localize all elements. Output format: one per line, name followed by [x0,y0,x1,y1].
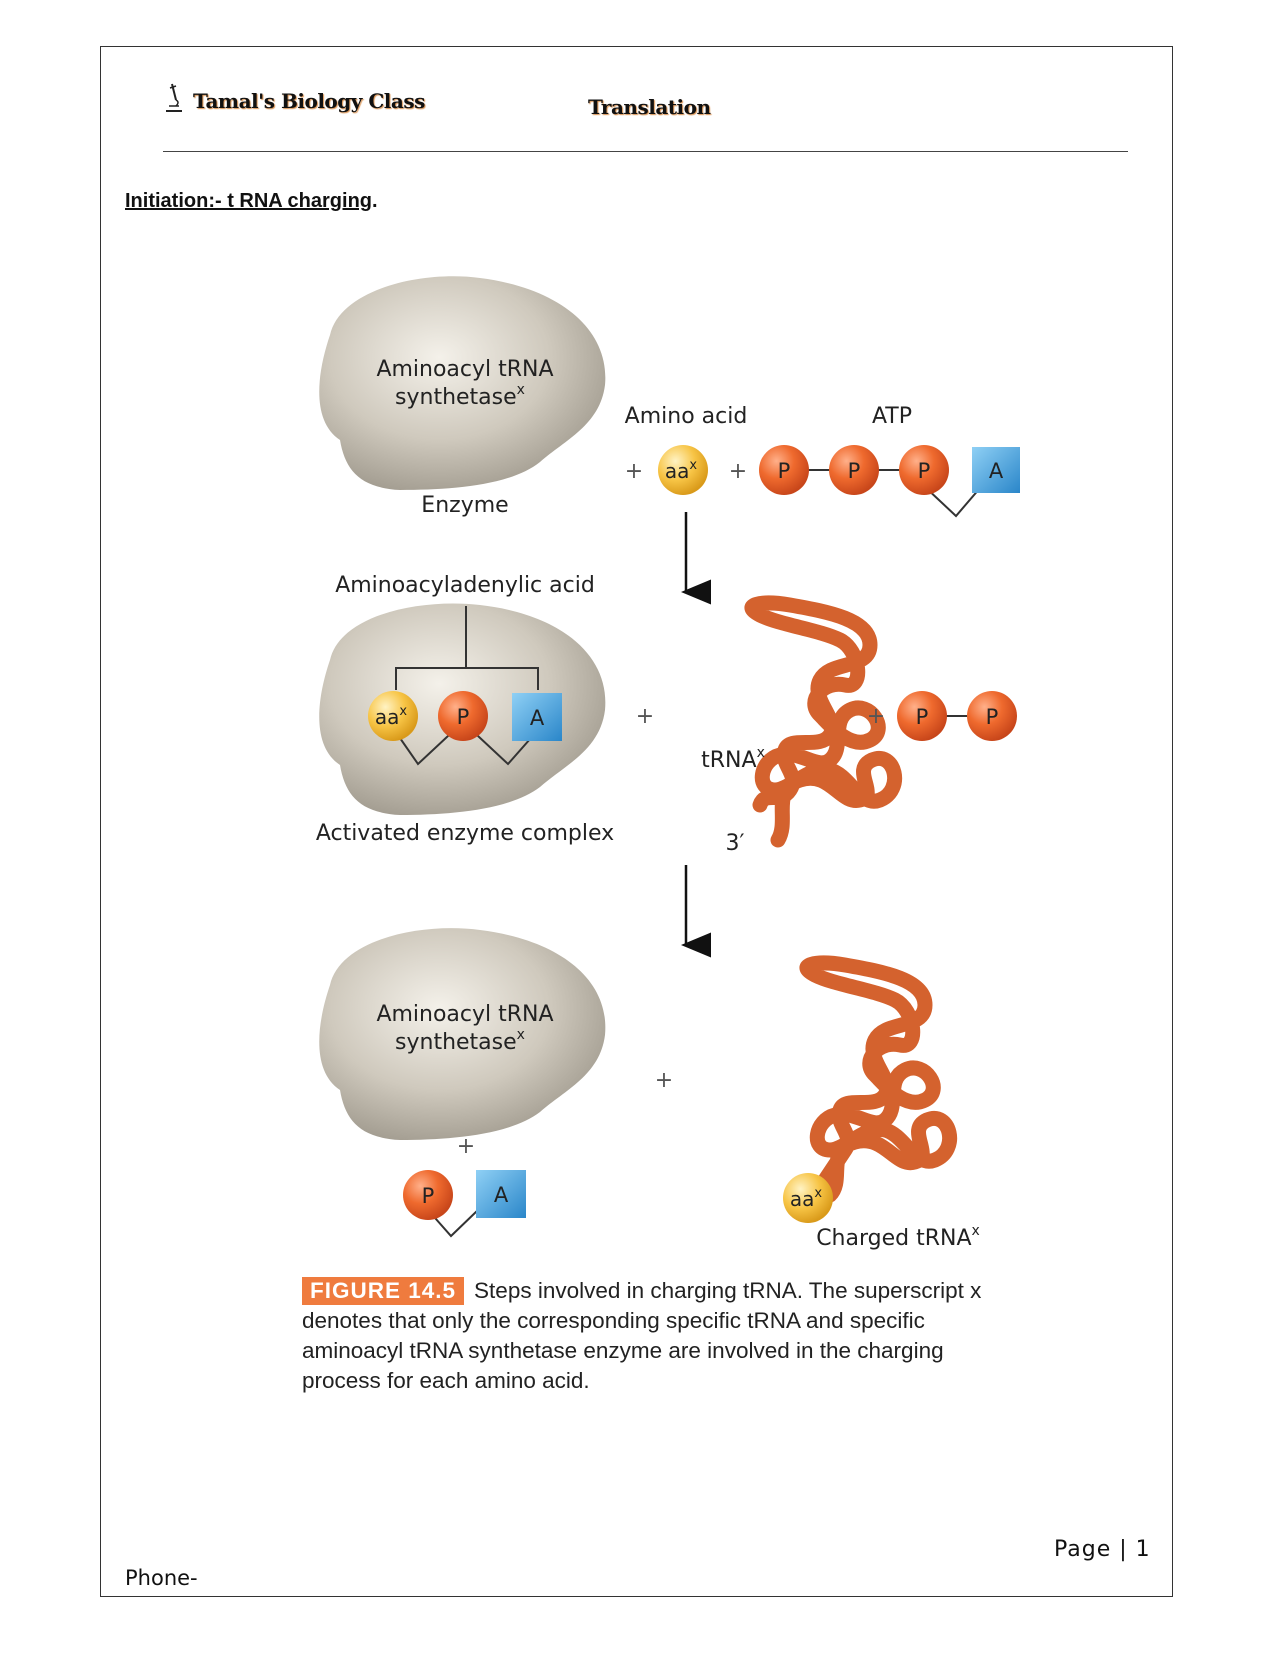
svg-text:A: A [494,1183,509,1207]
charged-trna-molecule [799,955,958,1203]
svg-text:A: A [530,706,545,730]
trna-label: tRNAx [701,745,765,773]
charged-trna-label: Charged tRNAx [816,1223,980,1251]
enzyme-name-line1: Aminoacyl tRNA [376,1002,553,1027]
plus-sign: + [457,1134,475,1159]
plus-sign: + [625,459,643,484]
plus-sign: + [729,459,747,484]
bracket-line [395,606,539,690]
amp-molecule: P A [403,1170,526,1238]
svg-text:P: P [916,705,929,729]
plus-sign: + [655,1068,673,1093]
svg-text:aax: aax [375,704,408,729]
activated-complex-molecules: aax P A [368,691,562,766]
atp-label: ATP [872,404,912,429]
enzyme-name-line2: synthetasex [395,1027,525,1055]
svg-text:P: P [778,459,791,483]
figure-number-badge: FIGURE 14.5 [302,1277,465,1305]
atp-molecule: P P P A [759,445,1020,518]
svg-text:P: P [918,459,931,483]
section-heading-suffix: . [372,190,378,212]
section-heading: Initiation:- t RNA charging. [125,190,378,213]
svg-text:aax: aax [665,458,698,483]
trna-charging-figure: Aminoacyl tRNA synthetasex Enzyme Amino … [316,276,1020,1251]
header-brand: Tamal's Biology Class [163,82,425,114]
amino-acid-circle: aax [658,445,708,495]
svg-text:P: P [457,705,470,729]
activated-complex-label: Activated enzyme complex [316,821,614,846]
enzyme-blob-1 [319,276,606,490]
enzyme-name-line1: Aminoacyl tRNA [376,357,553,382]
svg-text:P: P [422,1184,435,1208]
plus-sign: + [867,704,885,729]
aminoacyladenylic-label: Aminoacyladenylic acid [335,573,595,598]
document-title: Translation [588,95,711,119]
svg-text:P: P [848,459,861,483]
header-divider [163,151,1128,152]
svg-text:P: P [986,705,999,729]
brand-name: Tamal's Biology Class [193,89,425,113]
page-number: Page | 1 [1054,1537,1151,1562]
section-heading-text: Initiation:- t RNA charging [125,190,373,212]
trna-molecule [744,595,903,848]
svg-text:aax: aax [790,1186,823,1211]
phone-label: Phone- [125,1566,198,1590]
enzyme-label: Enzyme [421,493,508,518]
microscope-icon [166,83,182,112]
figure-caption-text: Steps involved in charging tRNA. The sup… [302,1278,982,1393]
svg-text:A: A [989,459,1004,483]
pyrophosphate-molecule: P P [897,691,1017,741]
charged-amino-acid-circle: aax [783,1173,833,1223]
page-frame [100,46,1173,1597]
enzyme-blob-3 [319,928,606,1140]
enzyme-name-line2: synthetasex [395,382,525,410]
plus-sign: + [636,704,654,729]
amino-acid-label: Amino acid [625,404,748,429]
three-prime-label: 3′ [726,831,745,856]
